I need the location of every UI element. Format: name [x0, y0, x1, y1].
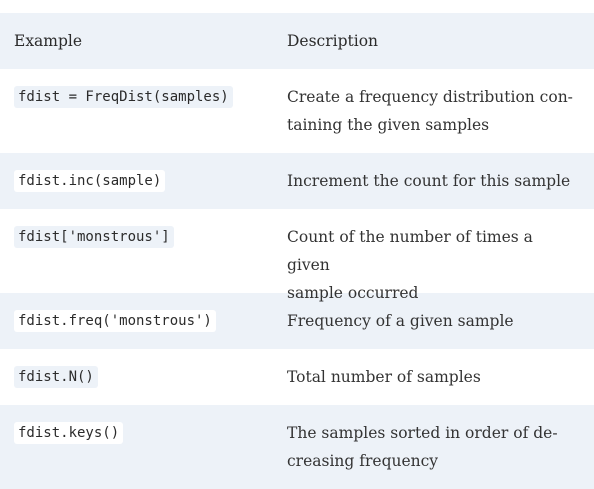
table-row: fdist.keys() The samples sorted in order… — [0, 405, 594, 489]
code-snippet: fdist.keys() — [14, 422, 124, 444]
description-line: Total number of samples — [287, 368, 481, 386]
example-cell: fdist.N() — [0, 349, 287, 388]
example-cell: fdist.inc(sample) — [0, 153, 287, 192]
header-description: Description — [287, 32, 379, 50]
description-cell: The samples sorted in order of de- creas… — [287, 405, 594, 475]
table-row: fdist.N() Total number of samples — [0, 349, 594, 405]
example-cell: fdist = FreqDist(samples) — [0, 69, 287, 108]
description-cell: Total number of samples — [287, 349, 594, 391]
table-row: fdist.freq('monstrous') Frequency of a g… — [0, 293, 594, 349]
table-row: fdist.inc(sample) Increment the count fo… — [0, 153, 594, 209]
description-line: taining the given samples — [287, 116, 490, 134]
code-snippet: fdist = FreqDist(samples) — [14, 86, 233, 108]
description-cell: Increment the count for this sample — [287, 153, 594, 195]
code-snippet: fdist.freq('monstrous') — [14, 310, 216, 332]
code-snippet: fdist.inc(sample) — [14, 170, 166, 192]
description-cell: Count of the number of times a given sam… — [287, 209, 594, 307]
description-line: Create a frequency distribution con- — [287, 88, 573, 106]
description-line: creasing frequency — [287, 452, 439, 470]
description-line: The samples sorted in order of de- — [287, 424, 558, 442]
description-line: Frequency of a given sample — [287, 312, 514, 330]
example-cell: fdist.keys() — [0, 405, 287, 444]
table-row: fdist = FreqDist(samples) Create a frequ… — [0, 69, 594, 153]
freqdist-table: Example Description fdist = FreqDist(sam… — [0, 13, 594, 489]
code-snippet: fdist['monstrous'] — [14, 226, 174, 248]
table-header-row: Example Description — [0, 13, 594, 69]
description-line: sample occurred — [287, 284, 419, 302]
description-cell: Frequency of a given sample — [287, 293, 594, 335]
code-snippet: fdist.N() — [14, 366, 98, 388]
header-example: Example — [14, 32, 83, 50]
description-cell: Create a frequency distribution con- tai… — [287, 69, 594, 139]
description-line: Increment the count for this sample — [287, 172, 571, 190]
example-cell: fdist['monstrous'] — [0, 209, 287, 248]
table-row: fdist['monstrous'] Count of the number o… — [0, 209, 594, 302]
example-cell: fdist.freq('monstrous') — [0, 293, 287, 332]
description-line: Count of the number of times a given — [287, 228, 533, 274]
